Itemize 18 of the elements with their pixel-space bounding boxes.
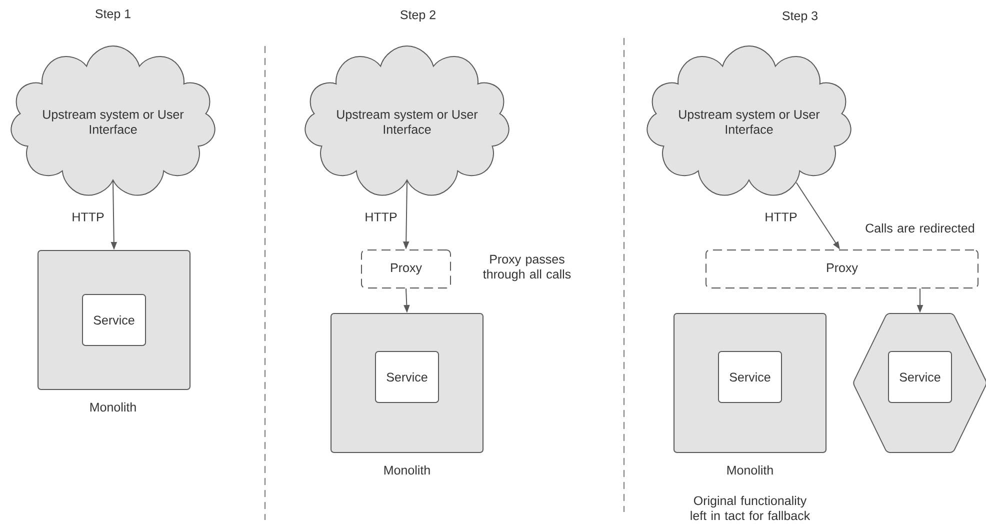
service-box: Service [718, 351, 782, 403]
caption-text: Original functionality left in tact for fallback [690, 496, 810, 520]
proxy-box: Proxy [706, 250, 978, 288]
caption-text: Monolith [90, 402, 136, 412]
caption-text: Calls are redirected [866, 223, 974, 233]
caption-text: Proxy passes through all calls [483, 254, 571, 282]
edge-label: HTTP [764, 212, 798, 222]
edge-label: HTTP [70, 212, 106, 222]
service-box: Service [375, 351, 439, 403]
service-box: Service [888, 351, 952, 403]
service-box: Service [82, 294, 146, 346]
proxy-box: Proxy [361, 250, 451, 288]
step-heading: Step 2 [400, 10, 436, 22]
caption-text: Monolith [384, 465, 430, 475]
step-heading: Step 1 [96, 9, 130, 21]
caption-text: Monolith [727, 465, 773, 475]
step-heading: Step 3 [782, 11, 818, 23]
edge-label: HTTP [364, 212, 398, 222]
